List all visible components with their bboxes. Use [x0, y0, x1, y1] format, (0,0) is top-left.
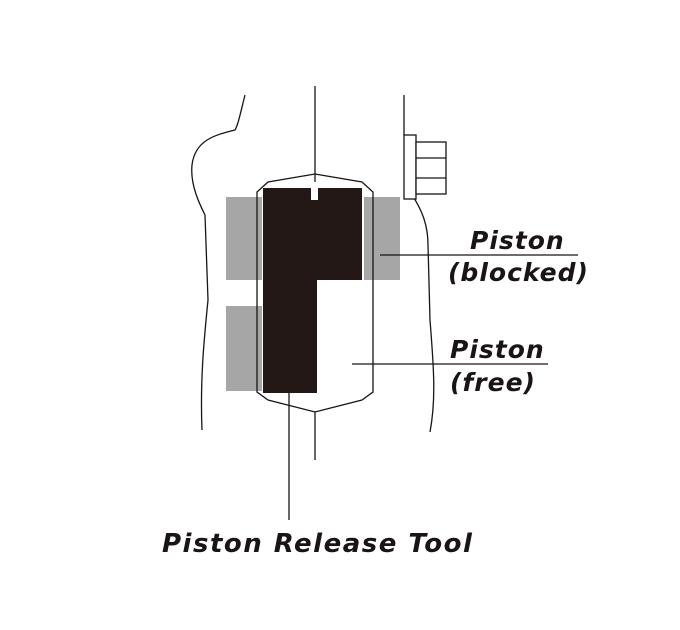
bolt-washer: [403, 134, 417, 200]
caliper-body-outline-left: [191, 94, 246, 431]
caliper-bolt: [403, 134, 447, 200]
piston-right-blocked: [364, 197, 400, 280]
piston-left-top: [226, 197, 262, 280]
label-piston-blocked-line1: Piston: [470, 226, 565, 255]
label-piston-free-line2: (free): [450, 368, 536, 397]
label-piston-release-tool: Piston Release Tool: [162, 529, 474, 559]
piston-left-bottom: [226, 306, 262, 391]
label-piston-free-line1: Piston: [450, 335, 545, 364]
piston-release-tool: [263, 188, 362, 393]
label-piston-blocked-line2: (blocked): [448, 258, 589, 287]
bolt-head: [415, 141, 447, 195]
tool-outline: [256, 173, 374, 413]
